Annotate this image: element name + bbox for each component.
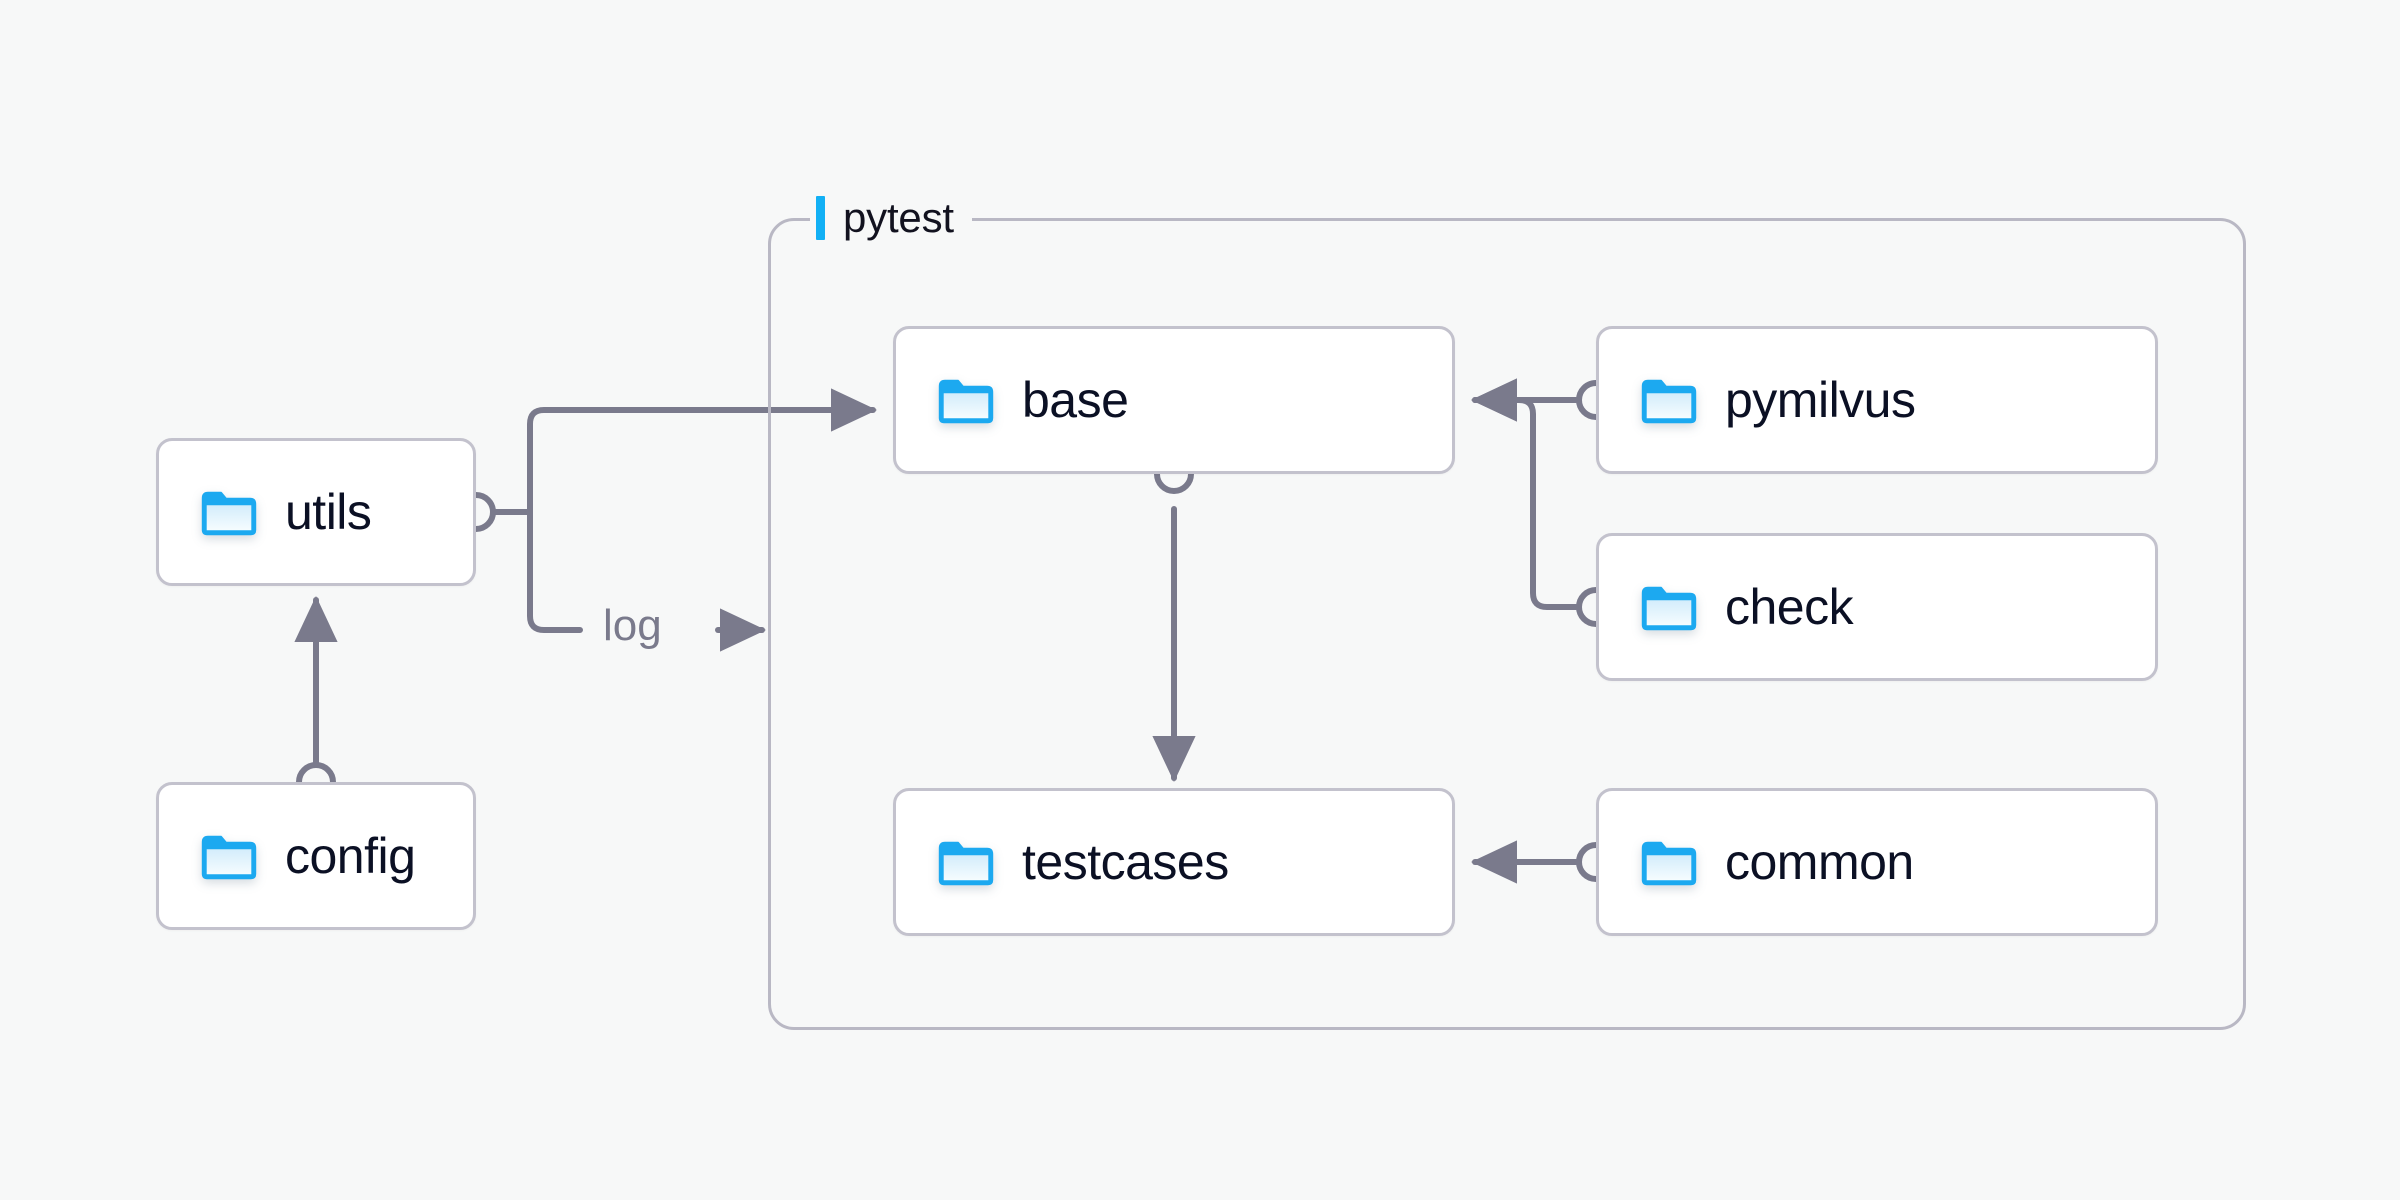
- node-label: utils: [285, 484, 372, 540]
- node-testcases[interactable]: testcases: [893, 788, 1455, 936]
- edge-utils-to-log-stub: [527, 509, 583, 633]
- node-label: testcases: [1022, 834, 1229, 890]
- group-accent-bar: [816, 196, 825, 240]
- folder-icon: [938, 841, 994, 886]
- node-label: base: [1022, 372, 1129, 428]
- node-label: common: [1725, 834, 1914, 890]
- node-common[interactable]: common: [1596, 788, 2158, 936]
- node-utils[interactable]: utils: [156, 438, 476, 586]
- group-label-text: pytest: [843, 194, 954, 241]
- folder-icon: [1641, 379, 1697, 424]
- folder-icon: [1641, 841, 1697, 886]
- node-label: config: [285, 828, 416, 884]
- group-label-pytest: pytest: [810, 190, 972, 246]
- folder-icon: [201, 835, 257, 880]
- node-label: check: [1725, 579, 1854, 635]
- folder-icon: [201, 491, 257, 536]
- node-config[interactable]: config: [156, 782, 476, 930]
- group-container-pytest[interactable]: [768, 218, 2246, 1030]
- edge-label-log: log: [603, 601, 662, 650]
- folder-icon: [1641, 586, 1697, 631]
- node-pymilvus[interactable]: pymilvus: [1596, 326, 2158, 474]
- node-label: pymilvus: [1725, 372, 1916, 428]
- node-base[interactable]: base: [893, 326, 1455, 474]
- node-check[interactable]: check: [1596, 533, 2158, 681]
- folder-icon: [938, 379, 994, 424]
